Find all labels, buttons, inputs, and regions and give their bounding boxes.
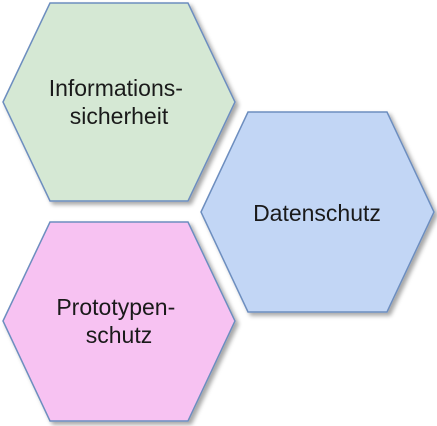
hexagon-shape (2, 221, 236, 422)
hexagon-label-line-2: schutz (86, 322, 152, 348)
hexagon-label-line-1: Prototypen- (56, 294, 175, 320)
hexagon-datenschutz: Datenschutz (200, 111, 435, 313)
hexagon-informationssicherheit: Informations- sicherheit (2, 2, 236, 202)
hexagon-shape (2, 2, 236, 202)
hexagon-label-line-1: Informations- (49, 75, 183, 101)
hexagon-label: Informations- sicherheit (49, 75, 190, 129)
hexagon-prototypenschutz: Prototypen- schutz (2, 221, 236, 422)
hexagon-label: Datenschutz (253, 200, 381, 226)
hexagon-label-line-2: sicherheit (70, 103, 169, 129)
hexagon-label-line-1: Datenschutz (253, 200, 381, 226)
hexagon-label: Prototypen- schutz (56, 294, 181, 348)
hexagon-shape (200, 111, 435, 313)
